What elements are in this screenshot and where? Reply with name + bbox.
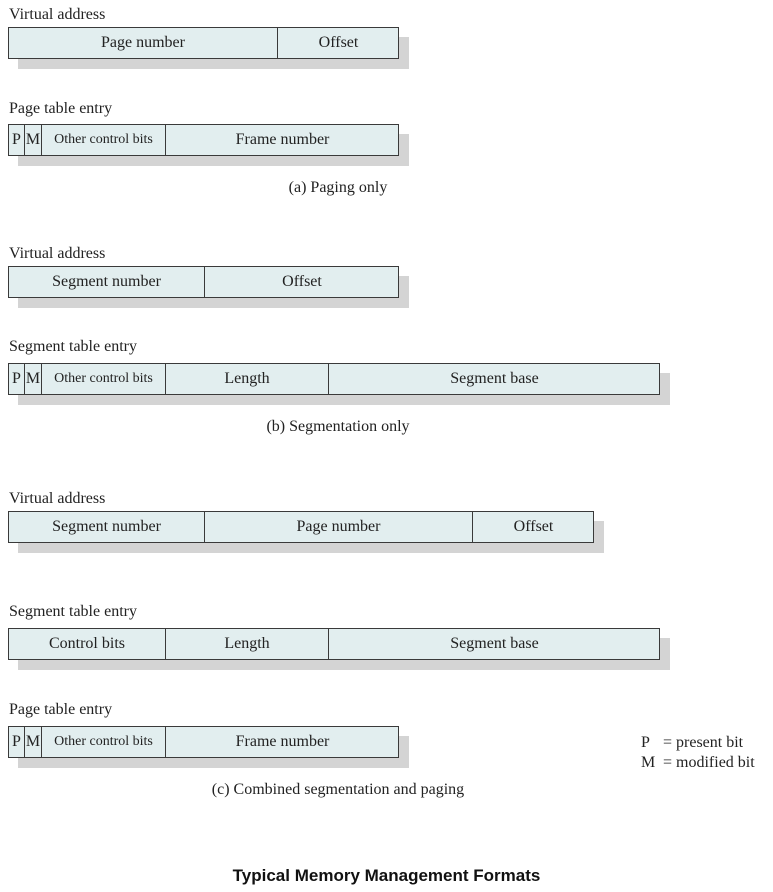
segment-number-field: Segment number [9,267,205,297]
legend: P = present bit M = modified bit [641,733,755,773]
present-bit-field: P [9,727,25,757]
segment-number-field: Segment number [9,512,205,542]
present-bit-field: P [9,364,25,394]
other-control-bits-field: Other control bits [42,364,166,394]
caption-paging-only: (a) Paging only [288,179,388,196]
caption-segmentation-only: (b) Segmentation only [266,418,410,435]
legend-key: P [641,734,650,751]
combined-va-label: Virtual address [9,490,106,507]
paging-virtual-address-format: Page number Offset [8,27,409,69]
other-control-bits-field: Other control bits [42,727,166,757]
segmentation-segment-table-entry-format: P M Other control bits Length Segment ba… [8,363,670,405]
control-bits-field: Control bits [9,629,166,659]
modified-bit-field: M [25,727,42,757]
legend-key: M [641,754,656,771]
combined-virtual-address-format: Segment number Page number Offset [8,511,604,553]
frame-number-field: Frame number [235,733,330,750]
legend-item-modified: M = modified bit [641,753,755,773]
frame-number-field: Frame number [235,131,330,148]
combined-page-table-entry-format: P M Other control bits Frame number [8,726,409,768]
caption-combined: (c) Combined segmentation and paging [211,781,465,798]
length-field: Length [166,364,329,394]
legend-item-present: P = present bit [641,733,755,753]
modified-bit-field: M [25,125,42,155]
figure-title: Typical Memory Management Formats [232,866,541,885]
combined-segment-table-entry-format: Control bits Length Segment base [8,628,670,670]
offset-field: Offset [318,34,359,51]
paging-page-table-entry-format: P M Other control bits Frame number [8,124,409,166]
page-number-field: Page number [9,28,278,58]
segmentation-ste-label: Segment table entry [9,338,137,355]
segment-base-field: Segment base [450,635,539,652]
legend-text: = present bit [663,734,744,751]
paging-va-label: Virtual address [9,6,106,23]
other-control-bits-field: Other control bits [42,125,166,155]
paging-pte-label: Page table entry [9,100,113,117]
segment-base-field: Segment base [450,370,539,387]
segmentation-virtual-address-format: Segment number Offset [8,266,409,308]
length-field: Length [166,629,329,659]
offset-field: Offset [282,273,322,290]
combined-pte-label: Page table entry [9,701,113,718]
segmentation-va-label: Virtual address [9,245,106,262]
legend-text: = modified bit [663,754,755,771]
page-number-field: Page number [205,512,473,542]
offset-field: Offset [513,518,554,535]
present-bit-field: P [9,125,25,155]
combined-ste-label: Segment table entry [9,603,137,620]
modified-bit-field: M [25,364,42,394]
